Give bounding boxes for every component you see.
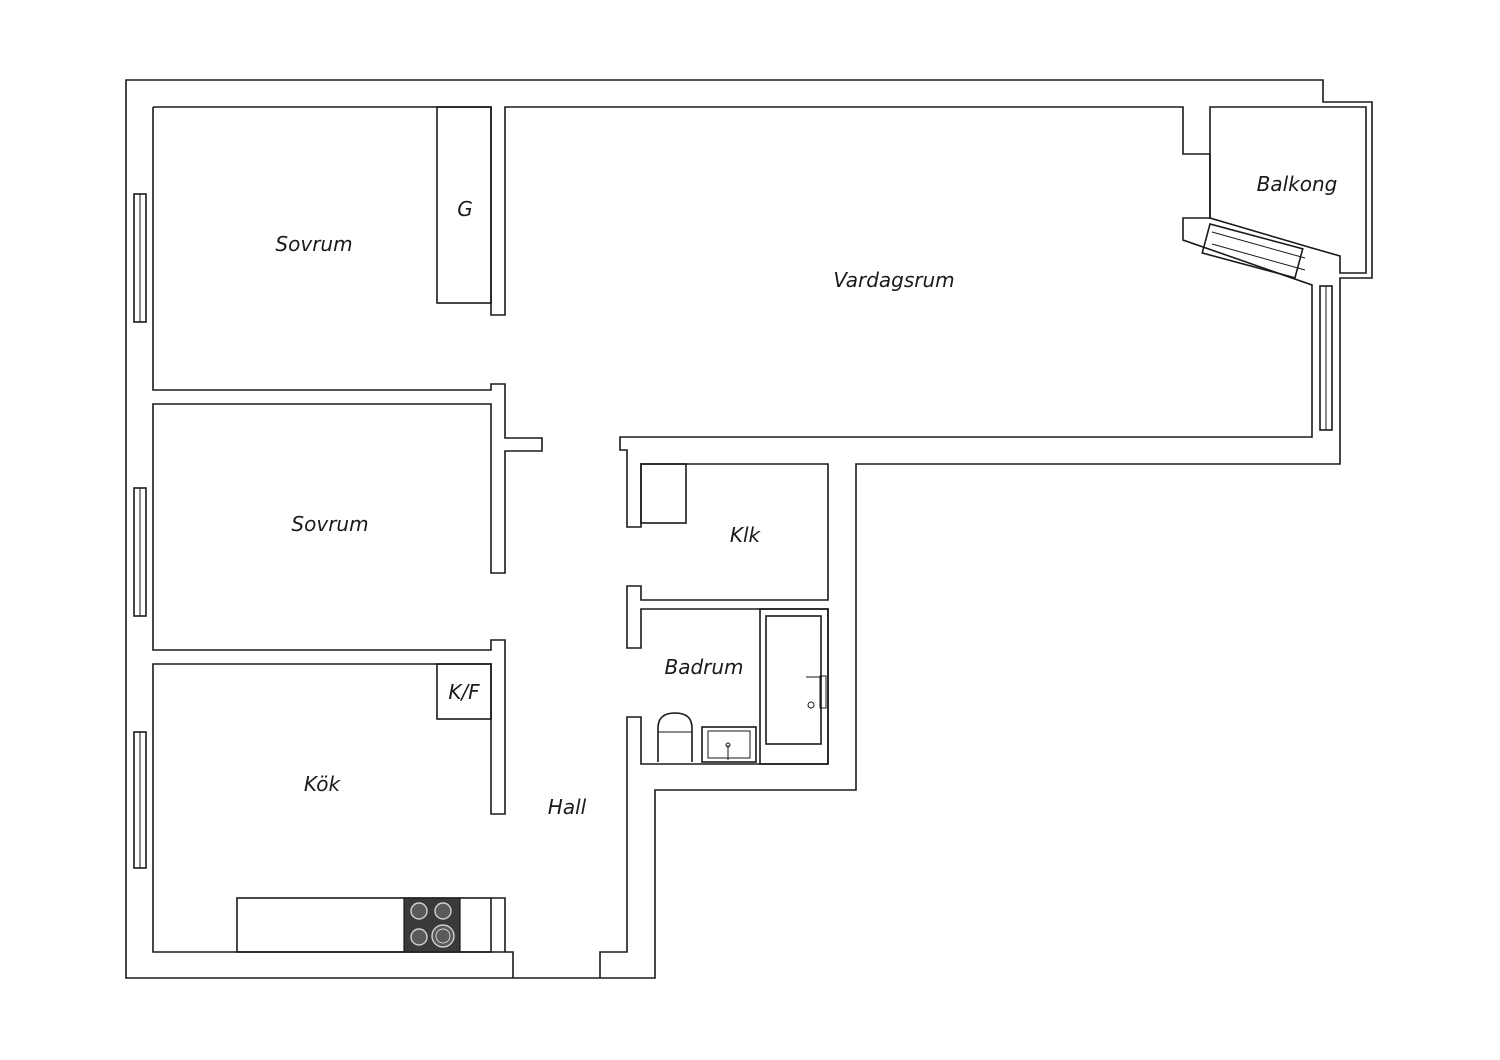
exterior-walls xyxy=(125,79,1373,979)
label-balcony: Balkong xyxy=(1257,172,1338,196)
label-hall: Hall xyxy=(548,795,587,819)
label-wardrobe: G xyxy=(457,197,473,221)
wardrobe xyxy=(436,106,492,304)
bathroom-fixtures xyxy=(657,608,829,765)
balcony xyxy=(1201,106,1367,279)
label-living-room: Vardagsrum xyxy=(833,268,954,292)
windows xyxy=(133,193,1333,869)
label-bedroom-2: Sovrum xyxy=(291,512,368,536)
kitchen-counter xyxy=(236,897,492,953)
label-closet: Klk xyxy=(730,523,762,547)
label-bedroom-1: Sovrum xyxy=(275,232,352,256)
fridge-freezer xyxy=(436,663,492,720)
label-bathroom: Badrum xyxy=(664,655,743,679)
closet-shelf xyxy=(640,463,687,524)
stove-icon xyxy=(403,897,461,953)
label-fridge-freezer: K/F xyxy=(448,680,480,704)
label-kitchen: Kök xyxy=(304,772,342,796)
